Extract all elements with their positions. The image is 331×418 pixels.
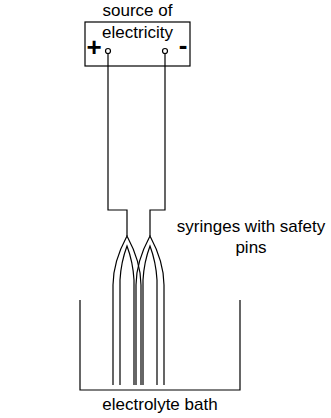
- syringe: [113, 236, 141, 385]
- power-source-box: source of electricity+-: [80, 0, 195, 68]
- polarity-sign: +: [84, 34, 104, 60]
- syringe-label: syringes with safety pins: [176, 216, 326, 258]
- polarity-sign: -: [174, 32, 192, 58]
- bath-label: electrolyte bath: [60, 394, 260, 415]
- terminal: [106, 49, 111, 54]
- wire: [150, 54, 165, 236]
- safety-pin: [120, 246, 134, 385]
- syringe: [136, 236, 164, 385]
- electrolyte-bath: [80, 300, 240, 390]
- wire: [108, 54, 127, 236]
- terminal: [163, 49, 168, 54]
- safety-pin: [143, 246, 157, 385]
